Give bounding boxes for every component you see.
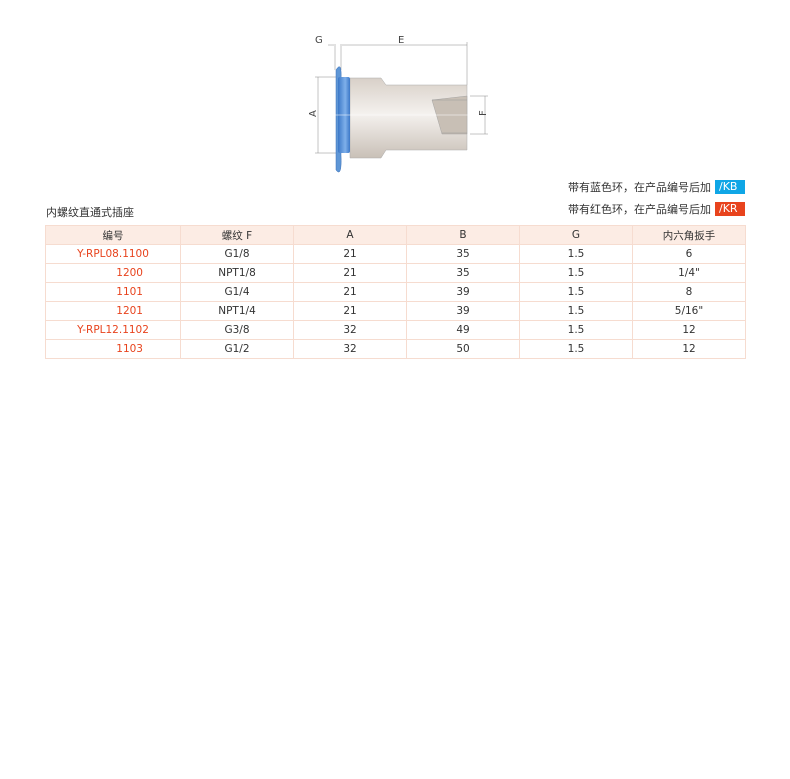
table-cell: 1200 xyxy=(45,263,181,283)
table-header: 编号 螺纹 F A B G 内六角扳手 xyxy=(45,225,746,245)
table-cell: 1/4" xyxy=(632,263,746,283)
table-cell: 21 xyxy=(293,282,407,302)
table-cell: 32 xyxy=(293,320,407,340)
table-cell: 8 xyxy=(632,282,746,302)
table-cell: 21 xyxy=(293,244,407,264)
table-cell: 50 xyxy=(406,339,520,359)
table-cell: 1.5 xyxy=(519,282,633,302)
table-cell: 21 xyxy=(293,301,407,321)
table-cell: 12 xyxy=(632,320,746,340)
table-cell: 1.5 xyxy=(519,320,633,340)
table-cell: Y-RPL08.1100 xyxy=(45,244,181,264)
table-cell: 1.5 xyxy=(519,301,633,321)
table-cell: 1.5 xyxy=(519,263,633,283)
table-cell: 1.5 xyxy=(519,339,633,359)
table-cell: 49 xyxy=(406,320,520,340)
label-f: F xyxy=(478,110,489,116)
col-b: B xyxy=(406,225,520,245)
col-a: A xyxy=(293,225,407,245)
table-cell: 39 xyxy=(406,282,520,302)
table-cell: Y-RPL12.1102 xyxy=(45,320,181,340)
blue-ring-note: 带有蓝色环，在产品编号后加 /KB xyxy=(568,179,745,195)
table-cell: G1/4 xyxy=(180,282,294,302)
table-cell: G1/2 xyxy=(180,339,294,359)
col-g: G xyxy=(519,225,633,245)
table-cell: 32 xyxy=(293,339,407,359)
table-cell: 35 xyxy=(406,263,520,283)
red-ring-note: 带有红色环，在产品编号后加 /KR xyxy=(568,201,745,217)
table-cell: G1/8 xyxy=(180,244,294,264)
table-cell: 35 xyxy=(406,244,520,264)
note-text: 带有红色环，在产品编号后加 xyxy=(568,203,711,216)
col-thread: 螺纹 F xyxy=(180,225,294,245)
table-cell: 1103 xyxy=(45,339,181,359)
socket-drawing: G E A F xyxy=(308,35,489,173)
kb-tag: /KB xyxy=(715,180,745,194)
table-cell: 21 xyxy=(293,263,407,283)
label-a: A xyxy=(308,110,319,117)
section-title: 内螺纹直通式插座 xyxy=(46,206,134,219)
col-hex-key: 内六角扳手 xyxy=(632,225,746,245)
table-cell: 39 xyxy=(406,301,520,321)
table-cell: 5/16" xyxy=(632,301,746,321)
col-code: 编号 xyxy=(45,225,181,245)
label-g: G xyxy=(315,35,323,46)
table-cell: NPT1/4 xyxy=(180,301,294,321)
table-cell: 1201 xyxy=(45,301,181,321)
table-cell: G3/8 xyxy=(180,320,294,340)
table-cell: 1.5 xyxy=(519,244,633,264)
kr-tag: /KR xyxy=(715,202,745,216)
table-cell: NPT1/8 xyxy=(180,263,294,283)
label-e: E xyxy=(398,35,404,46)
table-cell: 12 xyxy=(632,339,746,359)
table-cell: 6 xyxy=(632,244,746,264)
table-cell: 1101 xyxy=(45,282,181,302)
note-text: 带有蓝色环，在产品编号后加 xyxy=(568,181,711,194)
